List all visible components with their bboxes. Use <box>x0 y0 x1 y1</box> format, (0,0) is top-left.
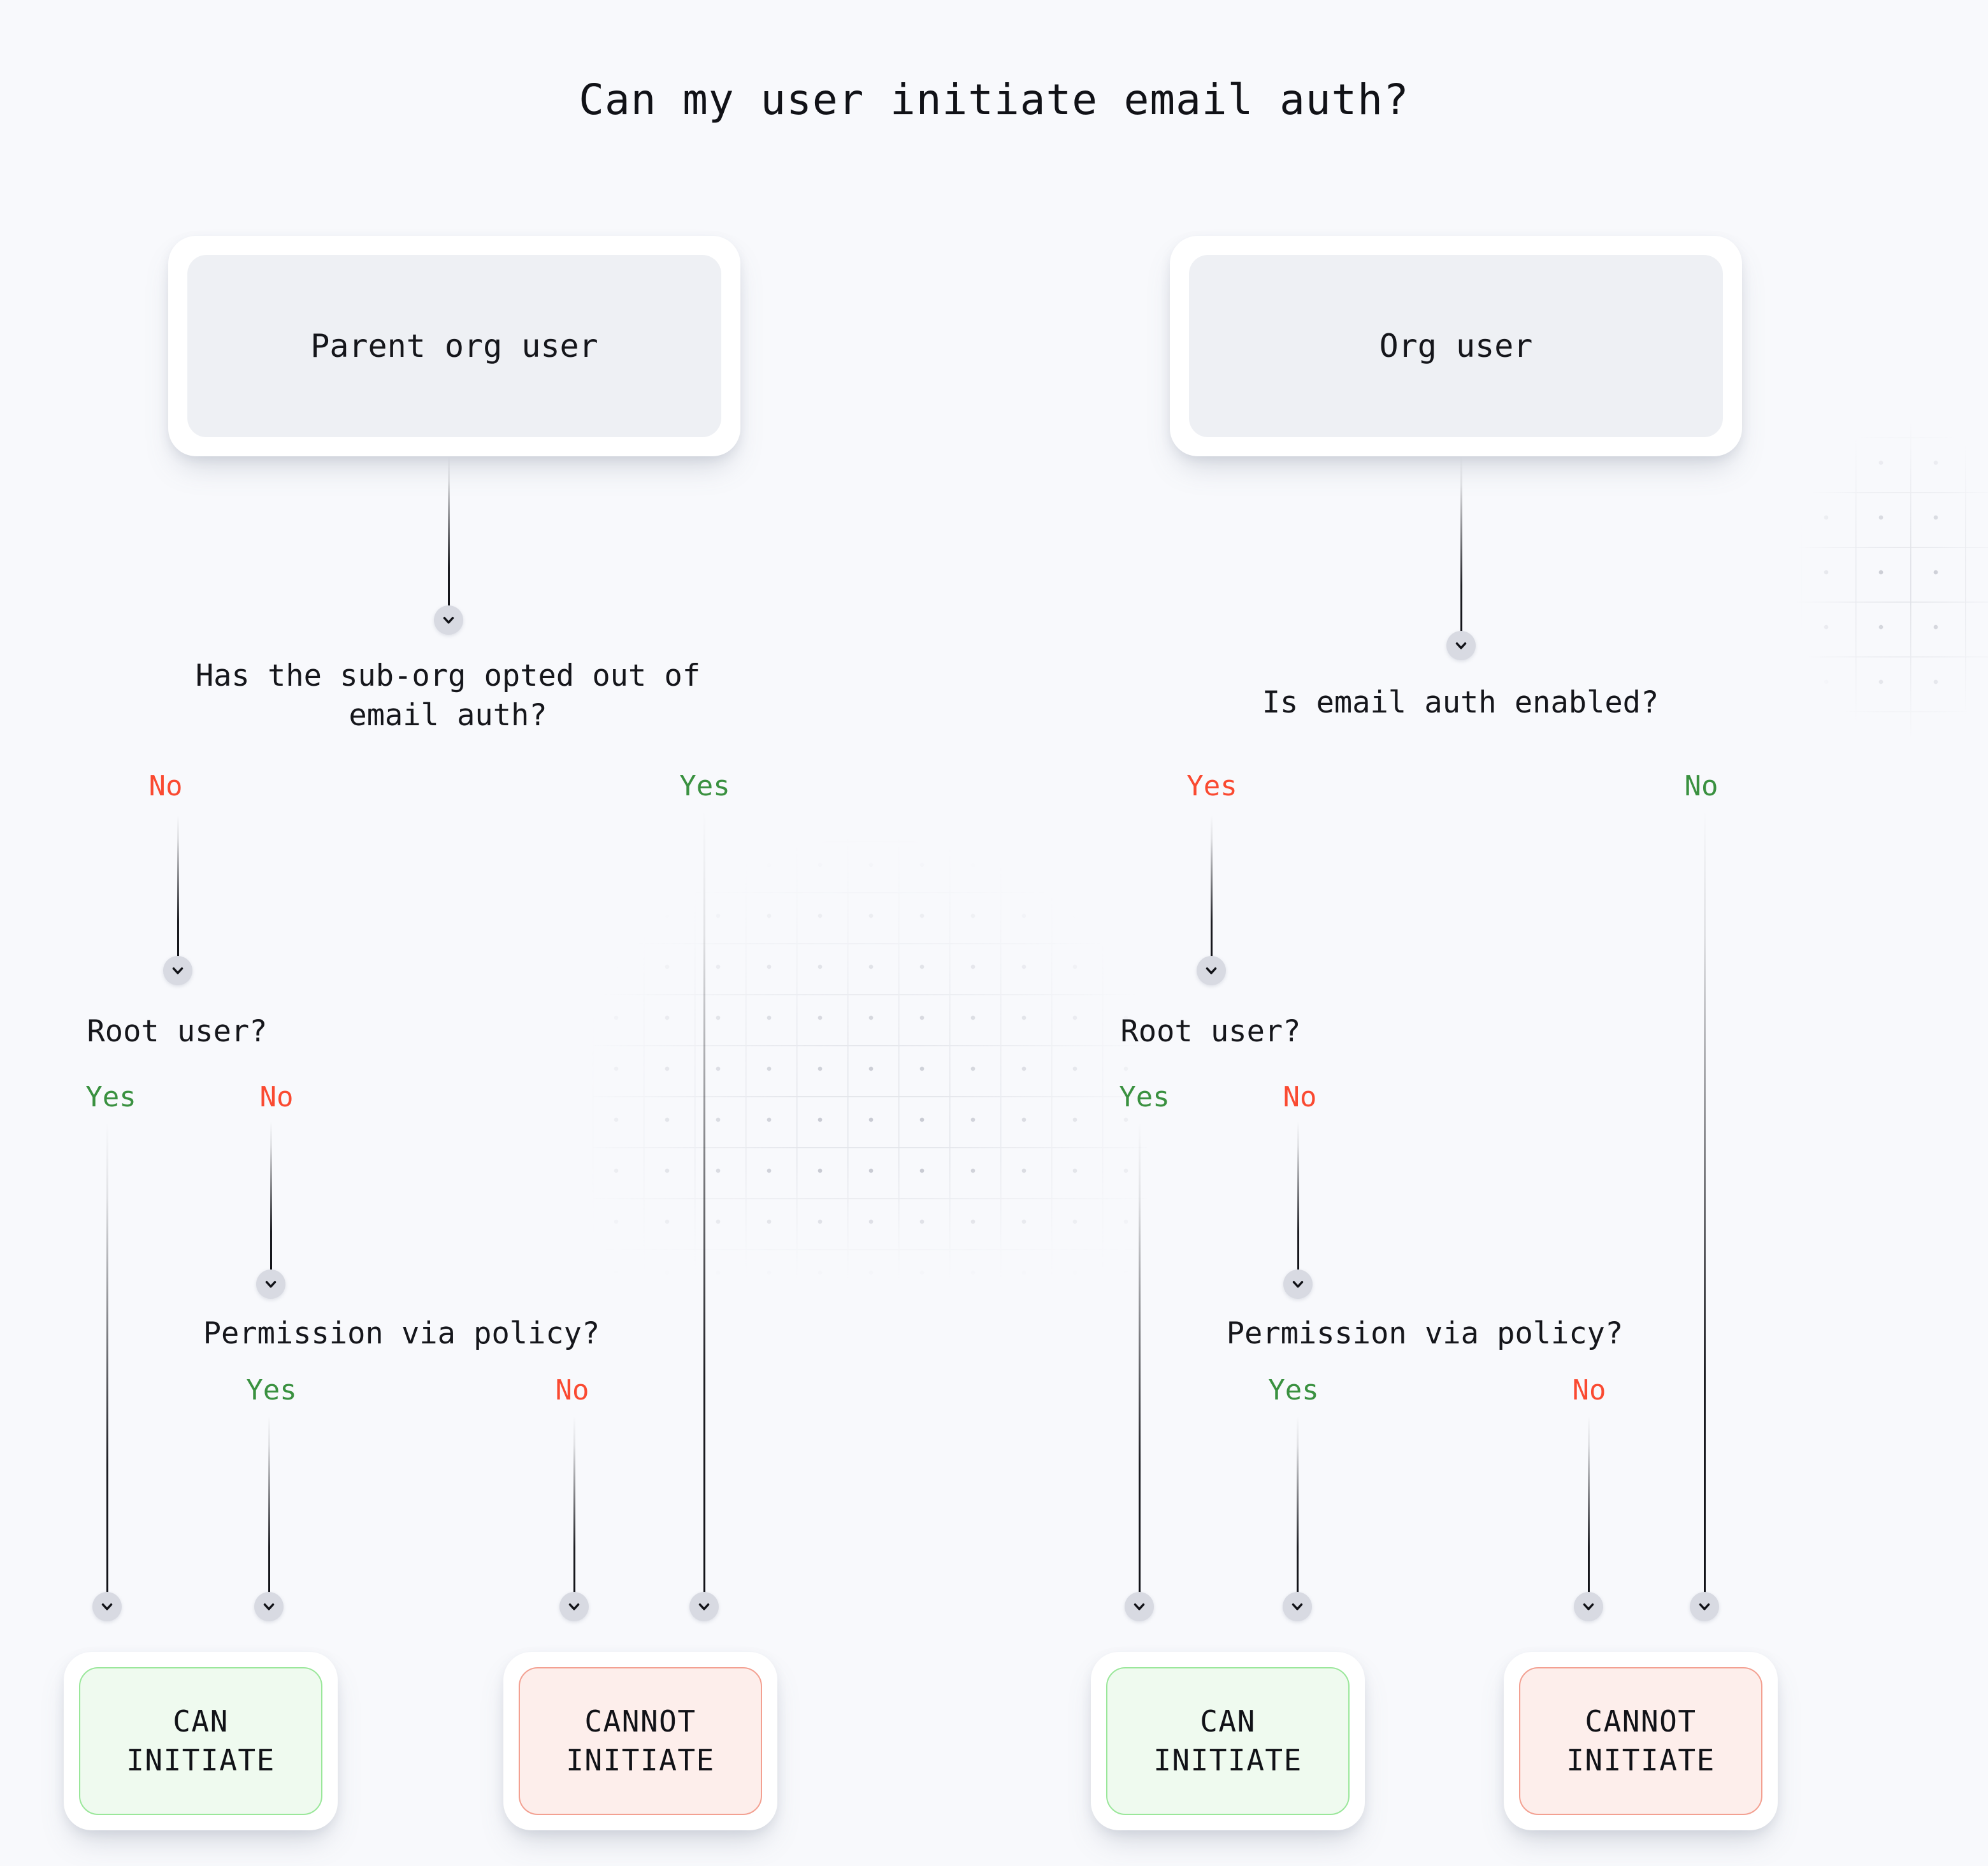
branch-right-q1-no: No <box>1684 770 1718 802</box>
edge-left-q1-yes <box>703 811 705 1598</box>
chevron-down-icon <box>172 967 184 974</box>
edge-right-q1-yes <box>1211 816 1213 962</box>
chevron-down-icon <box>1134 1603 1145 1610</box>
branch-right-q2-yes: Yes <box>1119 1081 1170 1113</box>
chevron-down-icon <box>1292 1603 1303 1610</box>
node-left-cannot-initiate[interactable]: CANNOT INITIATE <box>503 1652 777 1830</box>
chevron-left-q1-yes-to-cannot[interactable] <box>689 1592 719 1621</box>
node-right-cannot-initiate-label: CANNOT INITIATE <box>1519 1667 1762 1815</box>
node-org-user[interactable]: Org user <box>1170 236 1742 456</box>
edge-right-q3-yes <box>1297 1416 1299 1598</box>
edge-left-q3-yes <box>268 1416 270 1598</box>
question-left-q3: Permission via policy? <box>203 1316 600 1351</box>
chevron-left-q3-no-to-cannot[interactable] <box>559 1592 589 1621</box>
edge-right-q2-yes <box>1139 1122 1141 1598</box>
node-left-can-initiate[interactable]: CAN INITIATE <box>64 1652 338 1830</box>
chevron-left-q2-yes-to-can[interactable] <box>92 1592 122 1621</box>
node-parent-org-user[interactable]: Parent org user <box>168 236 740 456</box>
node-right-can-initiate[interactable]: CAN INITIATE <box>1091 1652 1365 1830</box>
chevron-right-q1-no-to-cannot[interactable] <box>1690 1592 1719 1621</box>
edge-left-q3-no <box>573 1416 575 1598</box>
chevron-down-icon <box>1206 967 1217 974</box>
chevron-right-q2-no[interactable] <box>1283 1269 1313 1299</box>
branch-right-q3-yes: Yes <box>1268 1374 1319 1407</box>
branch-right-q1-yes: Yes <box>1186 770 1237 802</box>
question-left-q1: Has the sub-org opted out of email auth? <box>195 658 701 734</box>
question-right-q1: Is email auth enabled? <box>1262 685 1659 720</box>
chevron-down-icon <box>265 1281 277 1288</box>
chevron-down-icon <box>263 1603 275 1610</box>
edge-right-q2-no <box>1297 1122 1299 1275</box>
branch-right-q3-no: No <box>1572 1374 1606 1407</box>
chevron-down-icon <box>1292 1281 1304 1288</box>
edge-left-q1-no <box>177 816 179 962</box>
chevron-left-q1-no[interactable] <box>163 956 192 985</box>
chevron-down-icon <box>1455 642 1467 649</box>
branch-left-q2-yes: Yes <box>85 1081 136 1113</box>
node-right-can-initiate-label: CAN INITIATE <box>1106 1667 1350 1815</box>
edge-left-q2-no <box>270 1122 272 1275</box>
chevron-left-q3-yes-to-can[interactable] <box>254 1592 284 1621</box>
chevron-left-root-to-q1[interactable] <box>434 605 463 635</box>
chevron-down-icon <box>1699 1603 1710 1610</box>
chevron-left-q2-no[interactable] <box>256 1269 285 1299</box>
node-left-cannot-initiate-label: CANNOT INITIATE <box>519 1667 762 1815</box>
edge-right-q3-no <box>1588 1416 1590 1598</box>
chevron-right-q3-no-to-cannot[interactable] <box>1574 1592 1603 1621</box>
branch-left-q3-yes: Yes <box>246 1374 297 1407</box>
chevron-right-q3-yes-to-can[interactable] <box>1283 1592 1312 1621</box>
question-right-q2: Root user? <box>1120 1014 1301 1049</box>
chevron-down-icon <box>1583 1603 1594 1610</box>
chevron-right-q2-yes-to-can[interactable] <box>1125 1592 1154 1621</box>
chevron-down-icon <box>101 1603 113 1610</box>
branch-left-q1-yes: Yes <box>679 770 730 802</box>
node-right-cannot-initiate[interactable]: CANNOT INITIATE <box>1504 1652 1778 1830</box>
edge-left-q2-yes <box>106 1122 108 1598</box>
node-parent-org-user-label: Parent org user <box>187 255 721 437</box>
question-left-q2: Root user? <box>87 1014 268 1049</box>
branch-left-q1-no: No <box>148 770 183 802</box>
branch-right-q2-no: No <box>1283 1081 1317 1113</box>
branch-left-q3-no: No <box>555 1374 589 1407</box>
branch-left-q2-no: No <box>259 1081 294 1113</box>
edge-right-root-to-q1 <box>1460 456 1462 636</box>
edge-right-q1-no <box>1704 811 1706 1598</box>
edge-left-root-to-q1 <box>448 456 450 611</box>
page-title: Can my user initiate email auth? <box>579 75 1409 124</box>
node-left-can-initiate-label: CAN INITIATE <box>79 1667 322 1815</box>
chevron-right-q1-yes[interactable] <box>1197 956 1226 985</box>
chevron-right-root-to-q1[interactable] <box>1446 631 1476 660</box>
node-org-user-label: Org user <box>1189 255 1723 437</box>
chevron-down-icon <box>568 1603 580 1610</box>
chevron-down-icon <box>698 1603 710 1610</box>
question-right-q3: Permission via policy? <box>1226 1316 1624 1351</box>
chevron-down-icon <box>443 617 454 624</box>
